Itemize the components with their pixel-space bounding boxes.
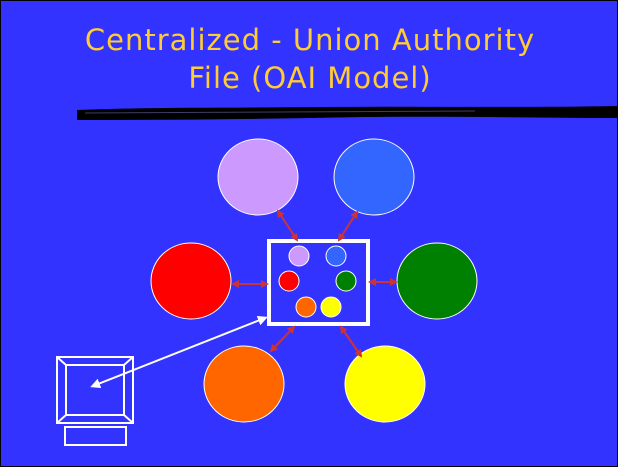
slide-title-line-1: Centralized - Union Authority — [84, 23, 536, 57]
computer-terminal-icon — [56, 356, 134, 446]
connector-blue — [337, 210, 359, 242]
hub-green-dot — [335, 270, 357, 292]
connector-yellow — [339, 325, 363, 358]
blue-repository-node — [333, 138, 415, 216]
connector-lavender — [276, 209, 299, 242]
orange-repository-node — [203, 345, 285, 423]
hub-yellow-dot — [320, 296, 342, 318]
hub-blue-dot — [325, 245, 347, 267]
connector-orange — [269, 325, 296, 353]
hub-lavender-dot — [288, 245, 310, 267]
lavender-repository-node — [217, 138, 299, 216]
hub-red-dot — [278, 270, 300, 292]
yellow-repository-node — [344, 345, 426, 423]
red-repository-node — [150, 242, 232, 320]
hub-orange-dot — [295, 296, 317, 318]
slide-title-line-2: File (OAI Model) — [188, 61, 432, 95]
user-query-link — [90, 315, 268, 389]
green-repository-node — [396, 242, 478, 320]
title-underline-rule — [77, 106, 618, 120]
